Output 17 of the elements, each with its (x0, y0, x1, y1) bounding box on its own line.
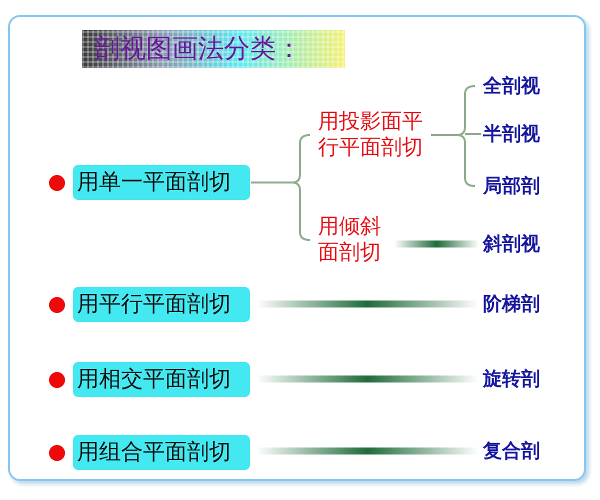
method-label: 用倾斜面剖切 (318, 213, 388, 265)
connector-bar (394, 240, 479, 248)
method-box: 用单一平面剖切 (73, 165, 250, 200)
title-banner: 剖视图画法分类： (82, 30, 345, 68)
method-box: 用组合平面剖切 (73, 435, 250, 470)
category-label: 斜剖视 (483, 230, 575, 258)
category-label: 半剖视 (483, 120, 575, 148)
method-box: 用相交平面剖切 (73, 362, 250, 397)
method-box: 用平行平面剖切 (73, 287, 250, 322)
category-label: 全剖视 (483, 72, 575, 100)
method-label: 用投影面平行平面剖切 (318, 108, 430, 160)
brace (430, 85, 482, 187)
brace (250, 134, 311, 241)
category-label: 复合剖 (483, 437, 575, 465)
category-label: 局部剖 (483, 172, 575, 200)
category-label: 旋转剖 (483, 365, 575, 393)
category-label: 阶梯剖 (483, 290, 575, 318)
